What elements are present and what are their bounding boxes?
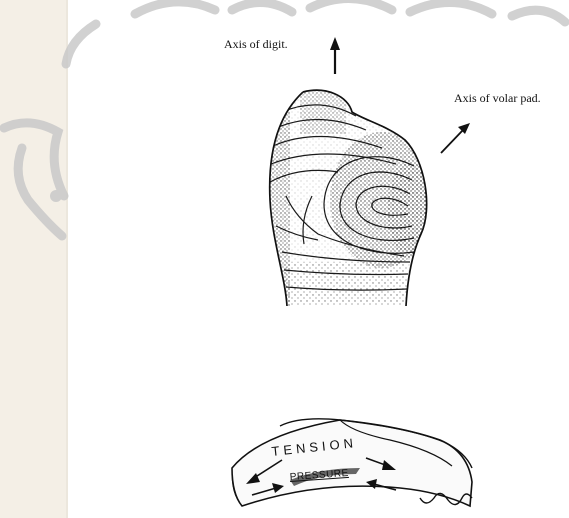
- skin-section-drawing: TENSION PRESSURE: [232, 419, 472, 506]
- axis-of-digit-label: Axis of digit.: [224, 37, 288, 52]
- axis-of-volar-pad-label: Axis of volar pad.: [454, 91, 541, 106]
- axis-of-volar-pad-arrow: [441, 123, 470, 153]
- axis-of-digit-arrow: [330, 37, 340, 74]
- fingertip-drawing: [265, 85, 440, 310]
